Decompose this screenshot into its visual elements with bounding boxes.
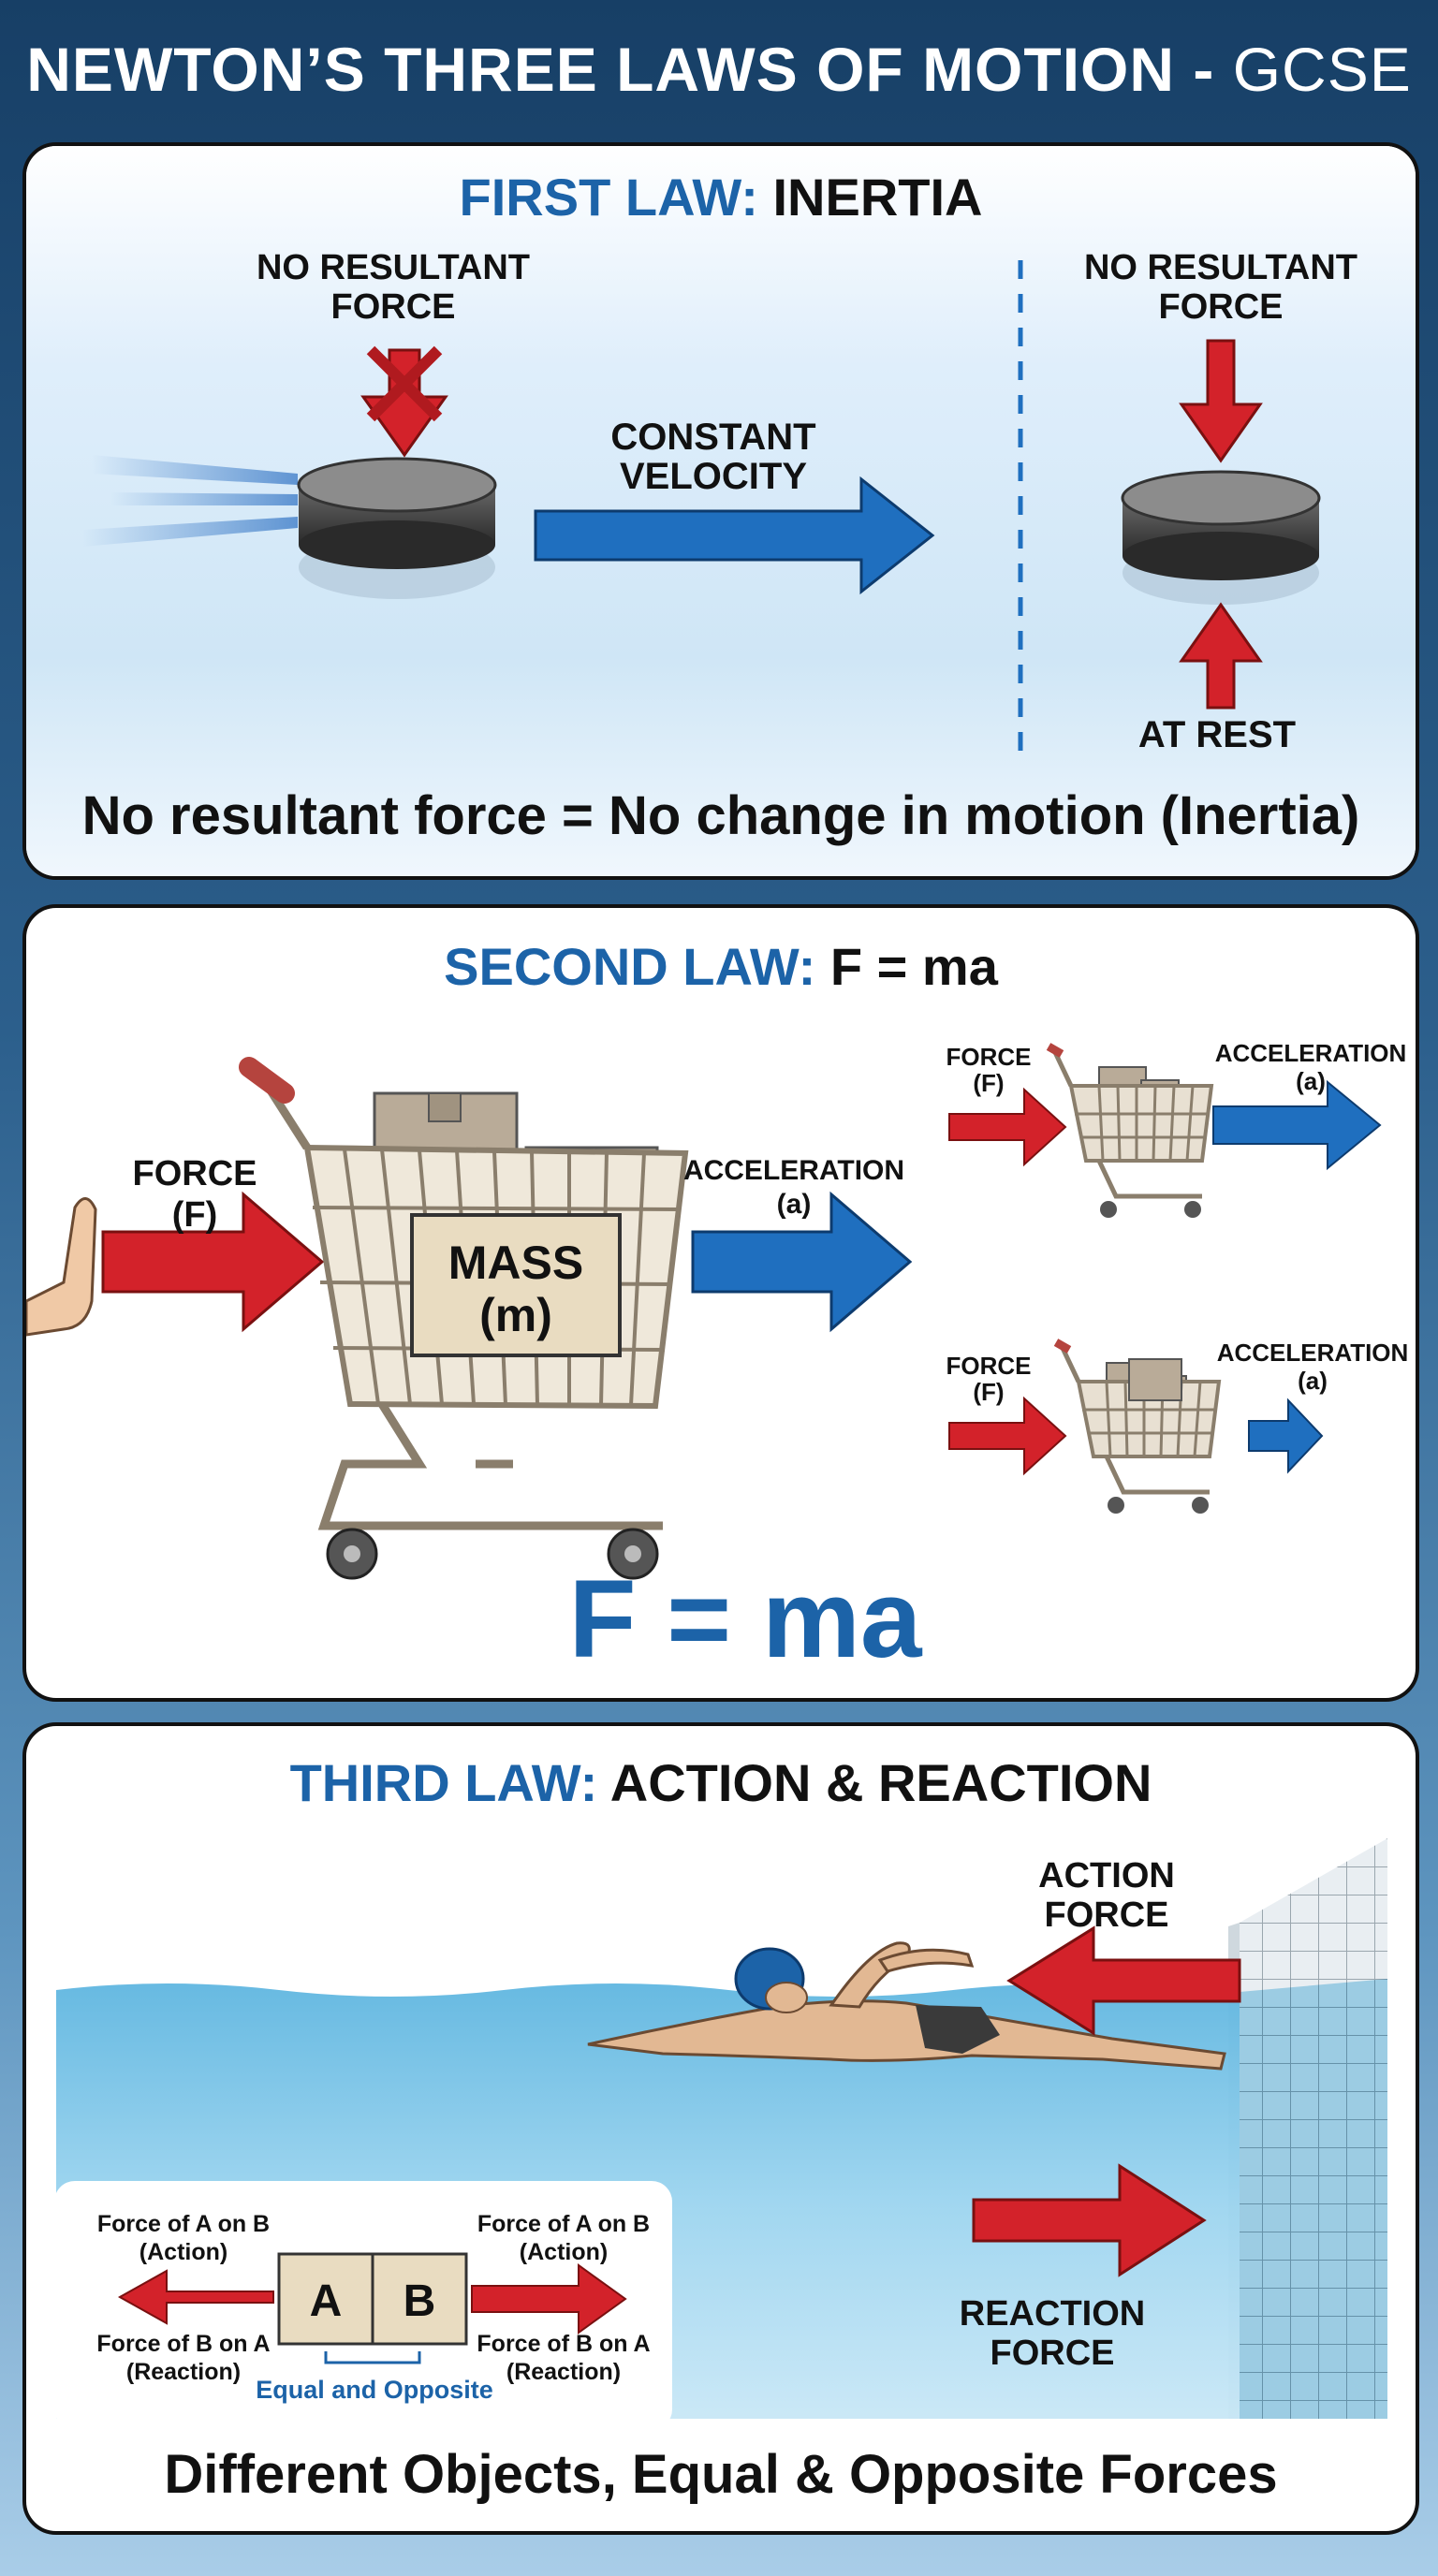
small-force-arrow-bottom bbox=[948, 1396, 1067, 1476]
swimmer-icon bbox=[587, 1941, 1226, 2071]
a-on-b-label-right-1: Force of A on B bbox=[477, 2211, 650, 2237]
left-force-label-2: FORCE bbox=[331, 287, 456, 327]
velocity-arrow bbox=[534, 476, 935, 595]
small-accel-label-bottom-2: (a) bbox=[1298, 1367, 1328, 1395]
right-inset-arrow bbox=[471, 2263, 627, 2334]
big-acceleration-arrow bbox=[691, 1191, 913, 1333]
box-a-label: A bbox=[310, 2276, 343, 2326]
action-label-1: ACTION bbox=[1038, 1856, 1175, 1895]
mass-box bbox=[410, 1213, 622, 1357]
second-law-title: SECOND LAW: F = ma bbox=[444, 937, 998, 996]
action-force-arrow bbox=[1006, 1925, 1241, 2036]
b-on-a-label-right-1: Force of B on A bbox=[477, 2331, 650, 2357]
right-force-label-2: FORCE bbox=[1159, 287, 1284, 327]
action-label-2: FORCE bbox=[1045, 1895, 1169, 1935]
velocity-label-1: CONSTANT bbox=[610, 417, 815, 458]
third-law-panel: ACTION FORCE REACTION FORCE Force of A o… bbox=[22, 1722, 1419, 2535]
small-force-label-top-2: (F) bbox=[973, 1069, 1004, 1097]
left-inset-arrow bbox=[117, 2269, 274, 2325]
accel-label-2: (a) bbox=[777, 1189, 812, 1220]
small-accel-arrow-bottom bbox=[1248, 1398, 1324, 1474]
a-on-b-label-left-2: (Action) bbox=[139, 2239, 227, 2265]
force-label-1: FORCE bbox=[133, 1154, 257, 1193]
first-law-diagram: NO RESULTANT FORCE CONSTANT VELOCITY NO … bbox=[26, 146, 1416, 876]
moving-puck bbox=[297, 457, 497, 599]
reaction-force-arrow bbox=[972, 2163, 1207, 2277]
box-b bbox=[371, 2252, 468, 2346]
second-law-diagram: FORCE (F) bbox=[26, 1039, 1409, 1681]
motion-streaks bbox=[82, 455, 298, 547]
velocity-label-2: VELOCITY bbox=[620, 456, 807, 497]
small-accel-arrow-top bbox=[1212, 1079, 1382, 1171]
a-on-b-label-left-1: Force of A on B bbox=[97, 2211, 270, 2237]
b-on-a-label-left-2: (Reaction) bbox=[126, 2359, 241, 2385]
reaction-label-1: REACTION bbox=[960, 2294, 1145, 2334]
b-on-a-label-right-2: (Reaction) bbox=[506, 2359, 621, 2385]
resting-puck bbox=[1121, 470, 1321, 605]
small-force-label-bottom-2: (F) bbox=[973, 1378, 1004, 1406]
box-a bbox=[277, 2252, 374, 2346]
crossed-force-arrow bbox=[360, 345, 448, 458]
box-b-label: B bbox=[404, 2276, 436, 2326]
small-force-label-top-1: FORCE bbox=[946, 1043, 1032, 1071]
up-force-arrow bbox=[1179, 602, 1263, 710]
equal-opposite-label: Equal and Opposite bbox=[256, 2376, 493, 2404]
mass-label-1: MASS bbox=[448, 1237, 583, 1289]
accel-label-1: ACCELERATION bbox=[683, 1155, 904, 1186]
big-force-arrow bbox=[101, 1191, 325, 1333]
right-force-label-1: NO RESULTANT bbox=[1084, 248, 1357, 287]
small-force-arrow-top bbox=[948, 1087, 1067, 1167]
down-force-arrow bbox=[1179, 339, 1263, 463]
small-cart-top-icon bbox=[1049, 1046, 1211, 1218]
at-rest-label: AT REST bbox=[1138, 714, 1296, 755]
first-law-title: FIRST LAW: INERTIA bbox=[459, 168, 983, 227]
first-law-caption: No resultant force = No change in motion… bbox=[81, 785, 1360, 846]
force-label-2: (F) bbox=[172, 1195, 218, 1235]
small-accel-label-top-1: ACCELERATION bbox=[1215, 1039, 1407, 1067]
a-on-b-label-right-2: (Action) bbox=[520, 2239, 608, 2265]
third-law-title: THIRD LAW: ACTION & REACTION bbox=[289, 1753, 1152, 1812]
reaction-label-2: FORCE bbox=[990, 2334, 1115, 2373]
third-law-caption: Different Objects, Equal & Opposite Forc… bbox=[164, 2444, 1278, 2505]
small-accel-label-top-2: (a) bbox=[1296, 1067, 1326, 1095]
mass-label-2: (m) bbox=[479, 1289, 552, 1341]
hand-icon bbox=[26, 1197, 97, 1337]
small-force-label-bottom-1: FORCE bbox=[946, 1352, 1032, 1380]
small-cart-bottom-icon bbox=[1056, 1342, 1219, 1514]
first-law-panel: NO RESULTANT FORCE CONSTANT VELOCITY NO … bbox=[22, 142, 1419, 880]
b-on-a-label-left-1: Force of B on A bbox=[96, 2331, 270, 2357]
second-law-panel: FORCE (F) bbox=[22, 904, 1419, 1702]
equal-bracket bbox=[324, 2351, 421, 2364]
small-accel-label-bottom-1: ACCELERATION bbox=[1217, 1339, 1409, 1367]
left-force-label-1: NO RESULTANT bbox=[257, 248, 530, 287]
third-law-diagram: ACTION FORCE REACTION FORCE Force of A o… bbox=[54, 1838, 1387, 2430]
formula: F = ma bbox=[568, 1558, 922, 1681]
page-title: NEWTON’S THREE LAWS OF MOTION - GCSE bbox=[26, 35, 1412, 104]
